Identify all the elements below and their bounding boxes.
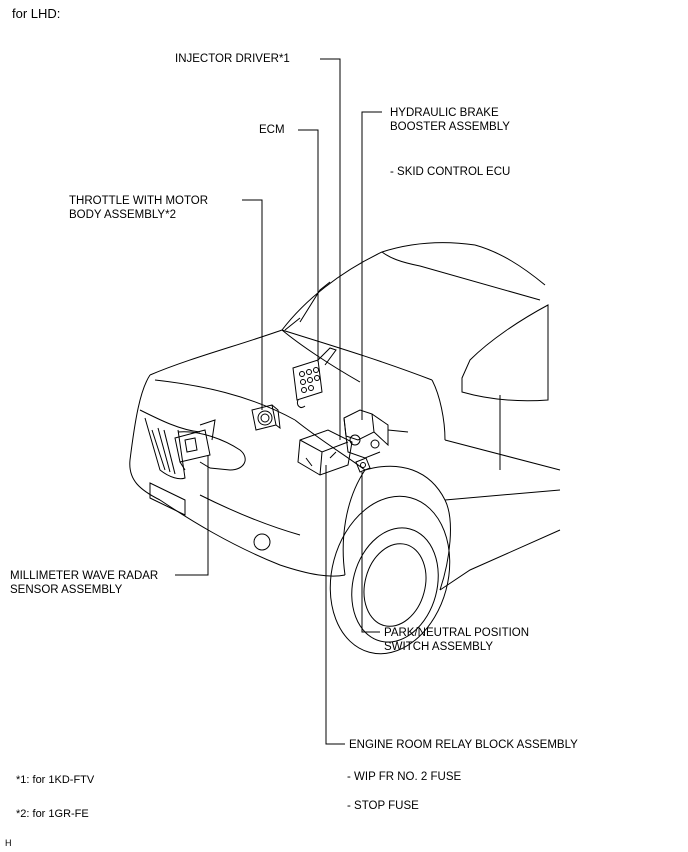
label-wip-fuse: - WIP FR NO. 2 FUSE — [347, 771, 462, 783]
leader-park-neutral — [361, 472, 380, 633]
footnote-2: *2: for 1GR-FE — [16, 808, 89, 820]
leader-radar — [175, 455, 209, 576]
component-relay-block — [297, 429, 353, 476]
component-throttle-body — [251, 404, 281, 431]
label-park-line2: SWITCH ASSEMBLY — [384, 641, 494, 653]
label-hydraulic-brake: HYDRAULIC BRAKE BOOSTER ASSEMBLY — [390, 106, 510, 134]
label-radar-line1: MILLIMETER WAVE RADAR — [10, 570, 159, 582]
leader-relay-block — [325, 465, 345, 745]
label-injector-driver: INJECTOR DRIVER*1 — [175, 53, 290, 65]
label-hydraulic-brake-line2: BOOSTER ASSEMBLY — [390, 121, 510, 133]
component-ecm — [292, 347, 337, 408]
vehicle-outline — [129, 242, 561, 655]
footnote-1: *1: for 1KD-FTV — [16, 774, 95, 786]
label-relay-block: ENGINE ROOM RELAY BLOCK ASSEMBLY — [349, 739, 578, 751]
label-stop-fuse: - STOP FUSE — [347, 800, 419, 812]
leader-hydraulic-brake — [361, 111, 382, 420]
label-park-neutral-switch: PARK/NEUTRAL POSITION SWITCH ASSEMBLY — [384, 626, 529, 654]
label-radar-sensor: MILLIMETER WAVE RADAR SENSOR ASSEMBLY — [10, 569, 158, 597]
component-park-neutral-switch — [355, 457, 371, 473]
component-radar-sensor — [174, 419, 216, 471]
label-skid-control-ecu: - SKID CONTROL ECU — [390, 166, 511, 178]
label-hydraulic-brake-line1: HYDRAULIC BRAKE — [390, 107, 499, 119]
leader-lines — [175, 58, 382, 745]
label-radar-line2: SENSOR ASSEMBLY — [10, 584, 123, 596]
leader-ecm — [298, 129, 319, 362]
label-throttle-line2: BODY ASSEMBLY*2 — [69, 209, 176, 221]
label-park-line1: PARK/NEUTRAL POSITION — [384, 627, 530, 639]
label-ecm: ECM — [259, 124, 285, 136]
label-throttle-line1: THROTTLE WITH MOTOR — [69, 195, 209, 207]
leader-throttle — [242, 199, 263, 410]
corner-mark: H — [5, 838, 12, 848]
component-brake-booster — [343, 409, 409, 459]
leader-injector-driver — [320, 58, 341, 440]
diagram-header: for LHD: — [12, 6, 61, 21]
label-throttle-body: THROTTLE WITH MOTOR BODY ASSEMBLY*2 — [69, 194, 208, 222]
